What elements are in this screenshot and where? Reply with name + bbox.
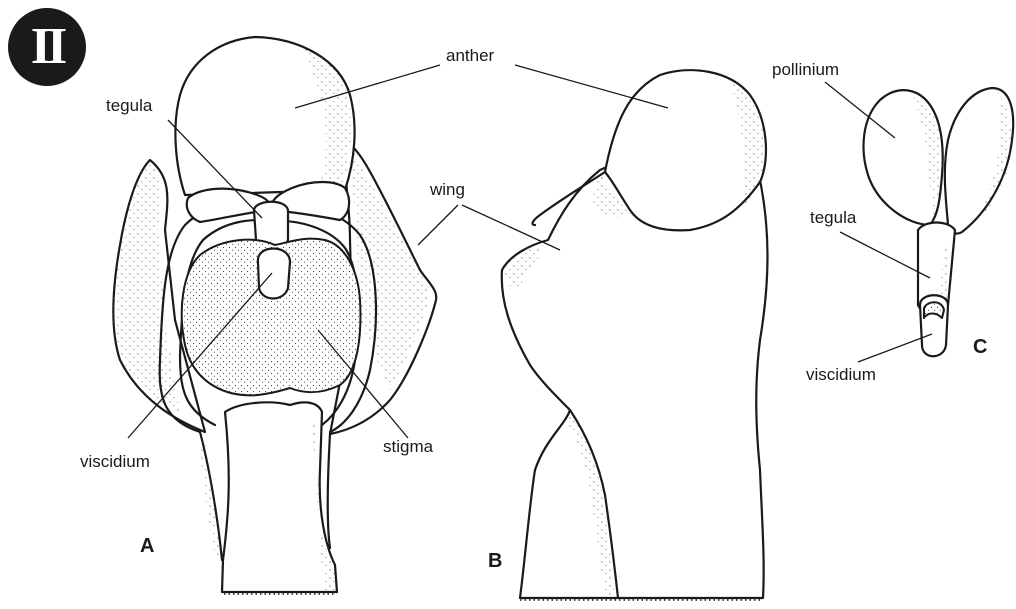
label-viscidium-c: viscidium: [806, 365, 876, 385]
label-tegula-a: tegula: [106, 96, 152, 116]
label-viscidium-a: viscidium: [80, 452, 150, 472]
label-tegula-c: tegula: [810, 208, 856, 228]
plate-number-badge: II: [8, 8, 86, 86]
panel-label-c: C: [973, 336, 987, 359]
drawing-b-column: [502, 165, 768, 598]
drawing-b: [462, 65, 768, 600]
label-anther: anther: [446, 46, 494, 66]
panel-label-a: A: [140, 535, 154, 558]
label-pollinium: pollinium: [772, 60, 839, 80]
drawing-a-viscidium: [258, 249, 290, 299]
drawing-a-column-stalk: [222, 402, 337, 592]
drawing-a: [113, 37, 458, 594]
label-wing: wing: [430, 180, 465, 200]
panel-label-b: B: [488, 550, 502, 573]
label-stigma: stigma: [383, 437, 433, 457]
